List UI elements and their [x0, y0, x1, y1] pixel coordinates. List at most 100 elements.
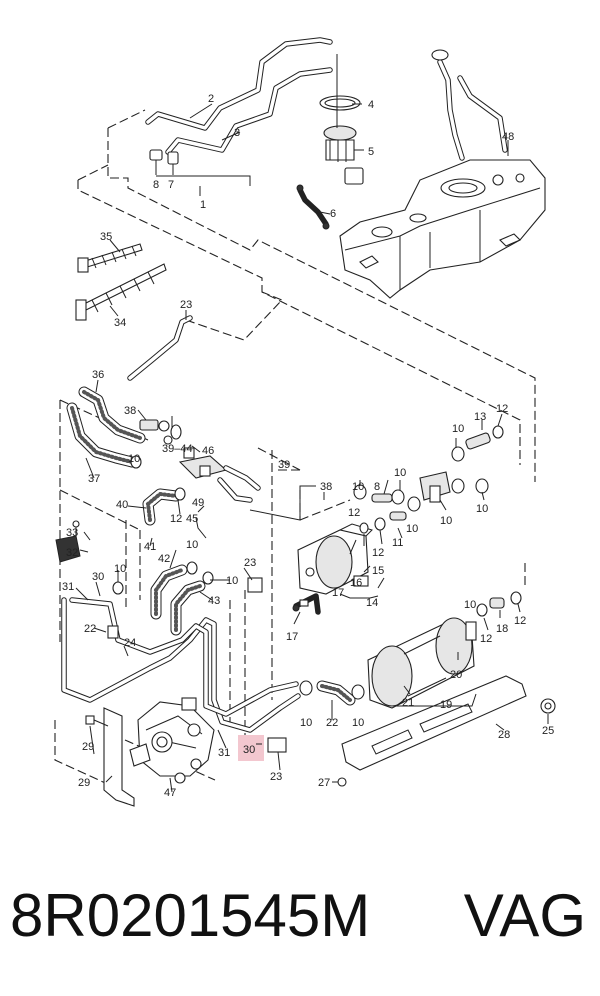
- fuel-line-24: [127, 315, 193, 381]
- callout-10-h: 10: [476, 503, 488, 515]
- seal-25: [540, 698, 556, 714]
- callout-9: 10: [440, 515, 452, 527]
- callout-36: 36: [92, 369, 104, 381]
- callout-40: 39–44: [162, 443, 193, 455]
- callout-12-d: 12: [496, 403, 508, 415]
- callout-28: 29: [78, 777, 90, 789]
- callout-30-highlight: [238, 735, 264, 761]
- callout-43-right: 43: [208, 595, 220, 607]
- sensor-6: [296, 184, 330, 230]
- callout-39: 38: [124, 405, 136, 417]
- callout-32: 32: [66, 547, 78, 559]
- fuel-distributor-46: [178, 447, 261, 503]
- callout-24-left: 24: [124, 637, 136, 649]
- heat-shield-27: [341, 675, 527, 771]
- tee-piece-9: [419, 471, 451, 503]
- high-pressure-pump-47: [129, 697, 215, 784]
- callout-30-left: 30: [92, 571, 104, 583]
- callout-10-e: 10: [352, 481, 364, 493]
- callout-10-k: 10: [300, 717, 312, 729]
- callout-24-top: 23: [180, 299, 192, 311]
- nut-26: [337, 777, 347, 787]
- callout-47: 47: [164, 787, 176, 799]
- callout-49: 49: [192, 497, 204, 509]
- callout-3: 3: [234, 127, 240, 139]
- callout-10-b: 10: [186, 539, 198, 551]
- callout-12-e: 12: [480, 633, 492, 645]
- bolt-29: [85, 715, 109, 727]
- hose-43-right: [170, 580, 206, 636]
- callout-10-f: 10: [394, 467, 406, 479]
- callout-18: 18: [496, 623, 508, 635]
- hose-43-left: [150, 564, 188, 620]
- bracket-28: [103, 707, 135, 807]
- callout-38: 38: [320, 481, 332, 493]
- hose-clamps-right: [353, 484, 421, 534]
- connector-23-left: [107, 625, 119, 639]
- callout-20: 20: [450, 669, 462, 681]
- fuel-tank: [339, 49, 546, 299]
- callout-5: 5: [368, 146, 374, 158]
- clamps-10-right: [451, 446, 489, 494]
- callout-26: 27: [318, 777, 330, 789]
- callout-2: 2: [208, 93, 214, 105]
- exploded-parts-diagram: 2 3 4 5 6 7 8 1 48 35 34 23 36 38 39–44 …: [54, 37, 556, 807]
- callout-42: 41: [144, 541, 156, 553]
- callout-25: 25: [542, 725, 554, 737]
- callout-35: 35: [100, 231, 112, 243]
- callout-7: 7: [168, 179, 174, 191]
- callout-17-a: 17: [332, 587, 344, 599]
- callout-43-left: 42: [158, 553, 170, 565]
- brand-name: VAG: [463, 882, 586, 949]
- hose-36: [78, 386, 146, 444]
- connector-8: [149, 149, 163, 175]
- callout-6: 6: [330, 208, 336, 220]
- fuel-line-3: [165, 67, 333, 155]
- callout-23-bottom: 23: [270, 771, 282, 783]
- callout-48: 48: [502, 131, 514, 143]
- callout-8-top: 8: [153, 179, 159, 191]
- leader-lines: [75, 103, 549, 793]
- callout-45: 45: [186, 513, 198, 525]
- callout-17-b: 17: [286, 631, 298, 643]
- clamp-40: [170, 424, 182, 440]
- callout-16: 16: [350, 577, 362, 589]
- part-number: 8R0201545M: [10, 882, 371, 949]
- hose-41: [142, 488, 182, 526]
- callout-33: 33: [66, 527, 78, 539]
- callout-11: 11: [392, 537, 403, 549]
- clip-strip-34: [75, 263, 167, 321]
- callout-29: 29: [82, 741, 94, 753]
- clip-strip-35: [77, 243, 143, 273]
- callout-10-l: 10: [352, 717, 364, 729]
- callout-34: 34: [114, 317, 126, 329]
- callout-23-left: 22: [84, 623, 96, 635]
- callout-30-highlighted: 30: [243, 744, 255, 756]
- connector-23-top: [247, 577, 263, 593]
- callout-10-a: 10: [128, 453, 140, 465]
- callout-31-bottom: 31: [218, 747, 230, 759]
- callout-22: 22: [326, 717, 338, 729]
- callout-10-d: 10: [114, 563, 126, 575]
- connector-13: [465, 425, 504, 450]
- pressure-sensor-32: [55, 520, 81, 563]
- fuel-pump-assembly-19: [367, 617, 477, 709]
- callout-12-f: 12: [514, 615, 526, 627]
- callout-27: 28: [498, 729, 510, 741]
- valve-39: [139, 419, 173, 445]
- callout-23-top: 23: [244, 557, 256, 569]
- callout-12-a: 12: [170, 513, 182, 525]
- callout-41: 40: [116, 499, 128, 511]
- callout-10-i: 10: [452, 423, 464, 435]
- callout-19: 19: [440, 699, 452, 711]
- connector-18-chain: [476, 591, 522, 617]
- callout-46: 46: [202, 445, 214, 457]
- callout-39-44: 39: [278, 459, 290, 471]
- fuel-sender-unit: [319, 54, 364, 185]
- clamps-10-set-a: [112, 455, 214, 595]
- callout-4: 4: [368, 99, 374, 111]
- sensor-17: [292, 593, 321, 615]
- callout-1: 1: [200, 199, 206, 211]
- callout-12-b: 12: [348, 507, 360, 519]
- callout-21: 21: [402, 697, 414, 709]
